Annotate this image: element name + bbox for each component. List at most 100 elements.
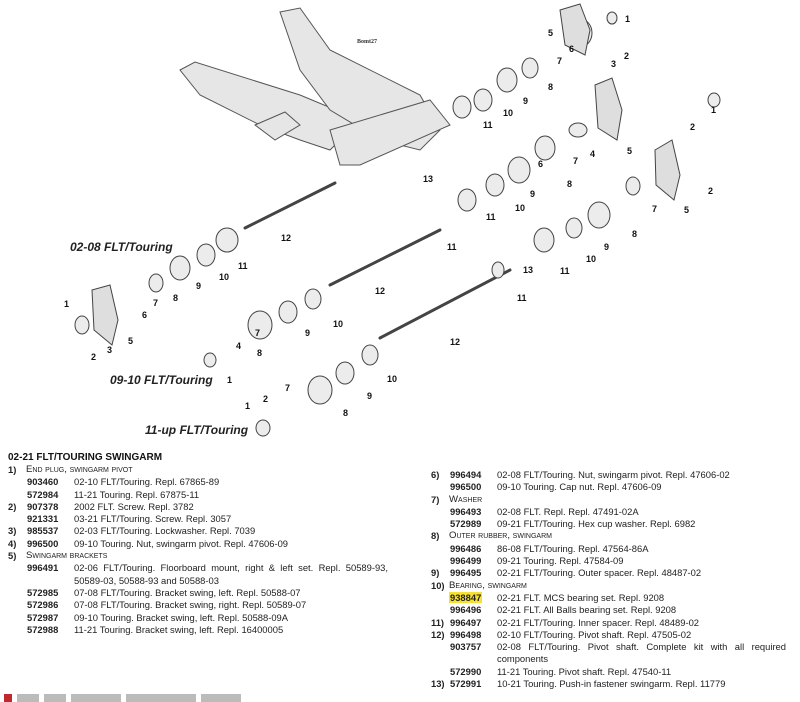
item-number: 7)	[431, 493, 440, 505]
callout-number: 1	[245, 401, 251, 411]
part-number-text: 903757	[450, 641, 482, 653]
part-row: 996493 02-08 FLT. Repl. Repl. 47491-02A	[431, 506, 786, 518]
item-number: 1)	[8, 464, 17, 475]
callout-number: 4	[236, 341, 242, 351]
callout-number: 7	[652, 204, 658, 214]
item-number-spacer	[8, 624, 26, 636]
part-number: 572987	[26, 612, 74, 624]
part-description: 09-21 Touring. Repl. 47584-09	[497, 555, 624, 567]
callout-number: 11	[483, 120, 493, 130]
part-row: 996500 09-10 Touring. Cap nut. Repl. 4760…	[431, 481, 786, 493]
part-number-text: 996500	[450, 481, 482, 493]
callout-number: 12	[450, 337, 461, 347]
callout-number: 8	[173, 293, 179, 303]
part-number: 996494	[449, 469, 497, 481]
callout-number: 1	[625, 14, 631, 24]
item-number-spacer	[431, 518, 449, 530]
item-number: 9)	[431, 567, 440, 579]
item-number: 13)	[431, 678, 445, 690]
callout-number: 4	[590, 149, 596, 159]
part-number: 572988	[26, 624, 74, 636]
part-description: 02-08 FLT/Touring. Pivot shaft. Complete…	[497, 641, 786, 665]
item-number-spacer	[431, 506, 449, 518]
part-number: 907378	[26, 501, 74, 513]
callout-number: 10	[515, 203, 526, 213]
part-description: 02-03 FLT/Touring. Lockwasher. Repl. 703…	[74, 525, 256, 537]
callout-number: 5	[128, 336, 134, 346]
part-number: 572991	[449, 678, 497, 690]
part-description: 2002 FLT. Screw. Repl. 3782	[74, 500, 194, 512]
part-description: 03-21 FLT/Touring. Screw. Repl. 3057	[74, 513, 232, 525]
variant-label-02-08: 02-08 FLT/Touring	[70, 240, 173, 254]
part-number: 921331	[26, 513, 74, 525]
item-number-spacer	[431, 666, 449, 678]
part-number-text: 572990	[450, 665, 482, 677]
part-number: 996496	[449, 604, 497, 616]
part-description: 02-08 FLT. Repl. Repl. 47491-02A	[497, 505, 639, 517]
callout-number: 10	[503, 108, 514, 118]
part-description: 02-21 FLT/Touring. Inner spacer. Repl. 4…	[497, 616, 700, 628]
variant-label-09-10: 09-10 FLT/Touring	[110, 373, 213, 387]
part-description: 02-21 FLT/Touring. Outer spacer. Repl. 4…	[497, 567, 702, 579]
part-number: 996493	[449, 506, 497, 518]
callout-number: 12	[281, 233, 292, 243]
callout-number: 5	[627, 146, 633, 156]
item-heading: 10)Bearing, swingarm	[431, 580, 786, 592]
part-description: 02-06 FLT/Touring. Floorboard mount, rig…	[74, 562, 388, 586]
item-number-spacer	[8, 612, 26, 624]
part-description: 02-21 FLT. MCS bearing set. Repl. 9208	[497, 591, 665, 603]
callout-number: 12	[375, 286, 386, 296]
part-number: 996500	[26, 538, 74, 550]
callout-number: 9	[305, 328, 311, 338]
item-category: Bearing, swingarm	[449, 579, 527, 591]
callout-number: 2	[690, 122, 696, 132]
part-number: 996498	[449, 629, 497, 641]
item-number: 12)	[431, 628, 445, 640]
part-number: 572984	[26, 489, 74, 501]
callout-number: 13	[423, 174, 434, 184]
item-number: 8)	[431, 530, 440, 542]
part-number: 985537	[26, 525, 74, 537]
item-category: Swingarm brackets	[26, 550, 108, 562]
part-number-text: 572988	[27, 623, 59, 635]
item-number: 4)	[8, 537, 17, 549]
item-number-spacer	[431, 543, 449, 555]
part-number: 572985	[26, 587, 74, 599]
part-description: 11-21 Touring. Repl. 67875-11	[74, 488, 200, 500]
callout-number: 6	[142, 310, 148, 320]
part-number-text: 572991	[450, 678, 482, 690]
part-number-text: 996486	[450, 542, 482, 554]
part-description: 11-21 Touring. Pivot shaft. Repl. 47540-…	[497, 665, 672, 677]
callout-number: 3	[107, 345, 113, 355]
callout-number: 10	[333, 319, 344, 329]
part-number: 572990	[449, 666, 497, 678]
item-number: 2)	[8, 500, 17, 512]
part-number-text: 996493	[450, 505, 482, 517]
figure-id: Bomt27	[357, 39, 377, 45]
callout-number: 7	[557, 56, 563, 66]
part-number-text: 996500	[27, 537, 59, 549]
part-number-text: 996498	[450, 628, 482, 640]
part-description: 09-10 Touring. Cap nut. Repl. 47606-09	[497, 481, 662, 493]
callout-number: 9	[530, 189, 536, 199]
callout-number: 10	[219, 272, 230, 282]
callout-number: 9	[367, 391, 373, 401]
item-heading: 5)Swingarm brackets	[8, 550, 388, 562]
item-heading: 8)Outer rubber, swingarm	[431, 530, 786, 542]
callout-number: 11	[560, 266, 570, 276]
variant-label-11-up: 11-up FLT/Touring	[145, 423, 249, 437]
callout-number: 8	[257, 348, 263, 358]
part-number-highlighted: 938847	[449, 591, 483, 603]
callout-number: 7	[255, 328, 261, 338]
item-number: 11)	[431, 616, 445, 628]
